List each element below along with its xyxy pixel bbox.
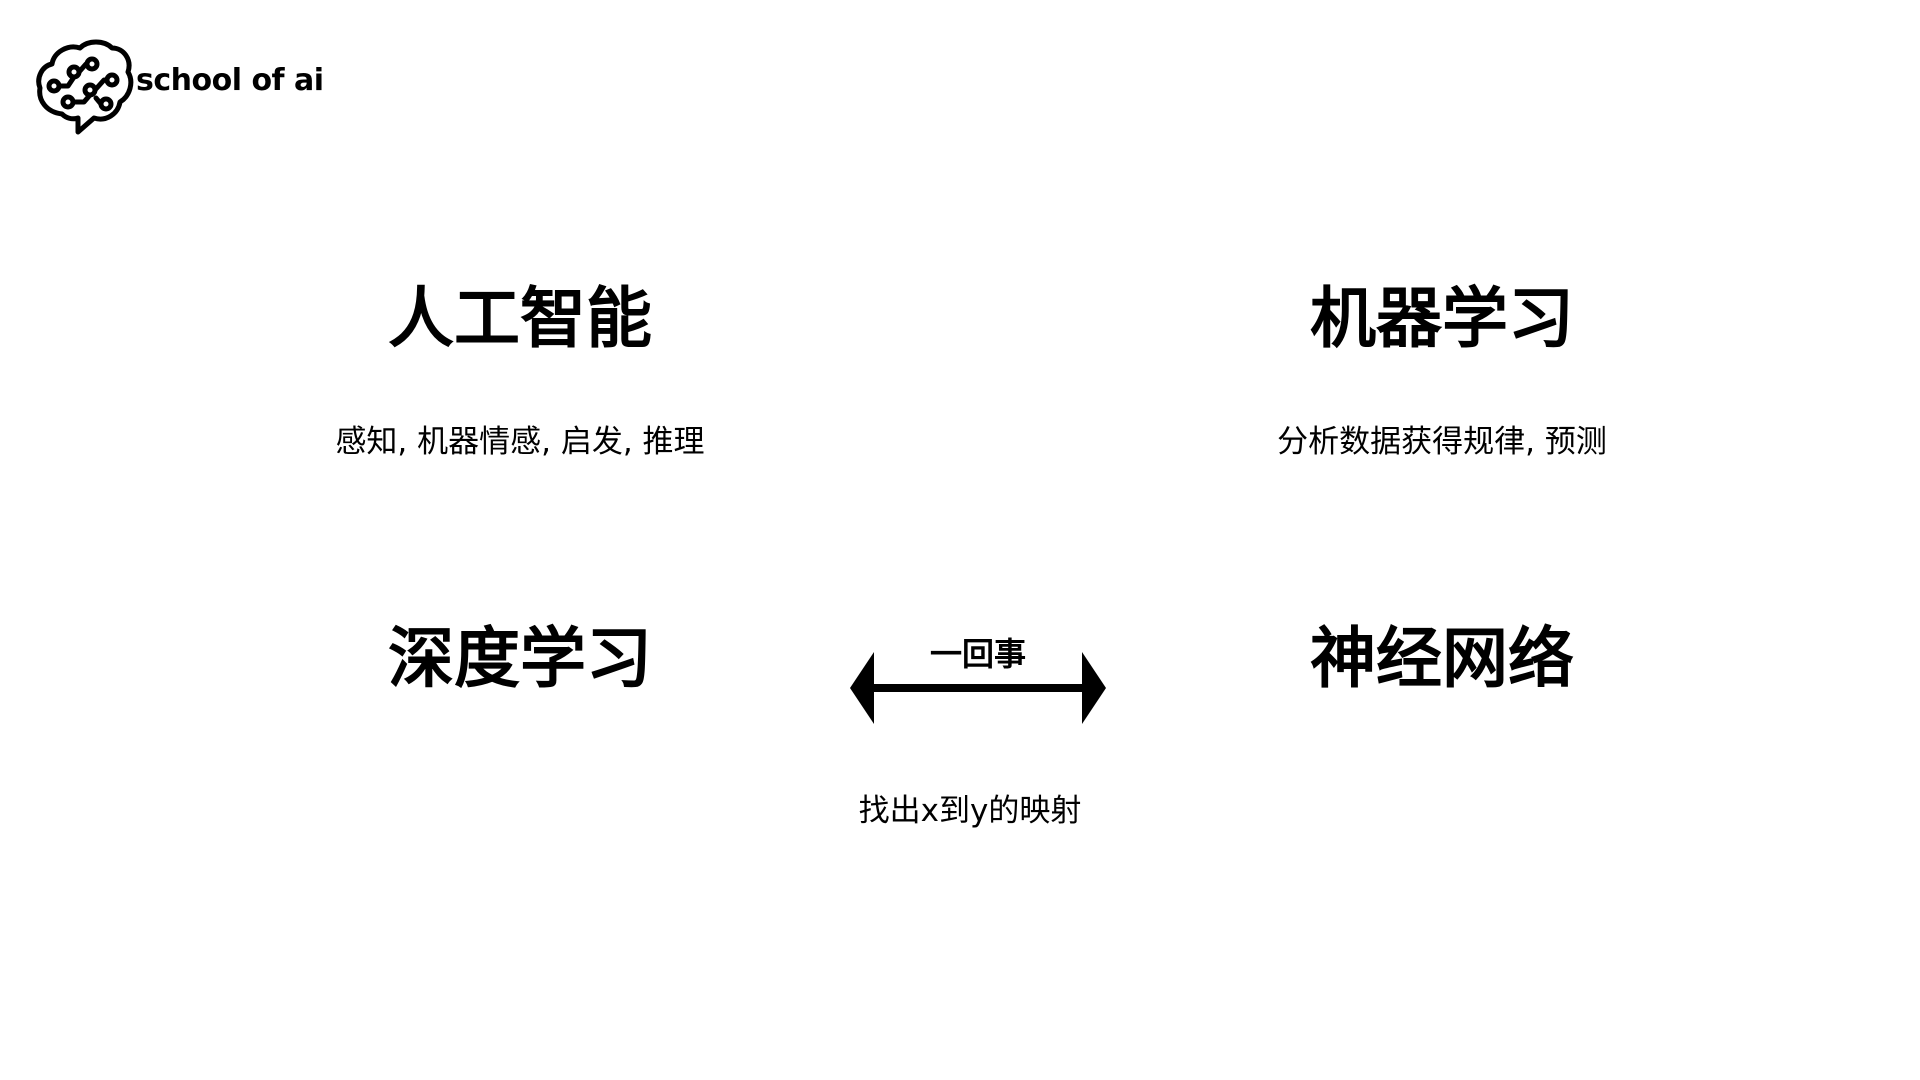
brain-circuit-speech-bubble-icon bbox=[36, 39, 134, 135]
double-headed-arrow-icon bbox=[850, 652, 1106, 724]
dl-title: 深度学习 bbox=[388, 620, 652, 697]
logo-text: school of ai bbox=[136, 62, 324, 98]
ml-subtitle: 分析数据获得规律, 预测 bbox=[1277, 424, 1607, 460]
nn-title: 神经网络 bbox=[1310, 620, 1574, 697]
ai-subtitle: 感知, 机器情感, 启发, 推理 bbox=[335, 424, 705, 460]
equivalence-label: 一回事 bbox=[929, 635, 1027, 673]
equivalence-caption: 找出x到y的映射 bbox=[858, 793, 1082, 829]
ai-title: 人工智能 bbox=[388, 280, 652, 357]
logo: school of ai bbox=[34, 36, 324, 136]
ml-title: 机器学习 bbox=[1310, 280, 1574, 357]
